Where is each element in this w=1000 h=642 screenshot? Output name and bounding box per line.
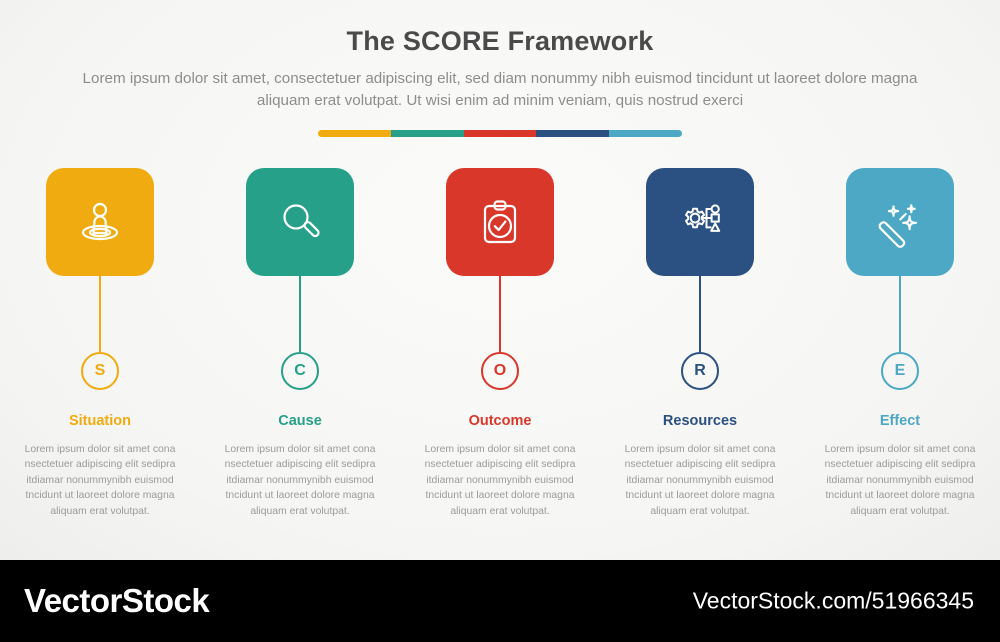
letter-badge-resources: R <box>681 352 719 390</box>
divider-segment-3 <box>463 130 537 137</box>
page-title: The SCORE Framework <box>346 26 654 56</box>
clipboard-check-icon <box>472 194 528 250</box>
divider-segment-5 <box>609 130 682 137</box>
letter-badge-cause: C <box>281 352 319 390</box>
watermark-footer: VectorStock VectorStock.com/51966345 <box>0 560 1000 642</box>
letter-badge-text: O <box>493 362 507 379</box>
icon-card-outcome[interactable] <box>446 168 554 276</box>
divider-segment-1 <box>318 130 391 137</box>
body-situation: Lorem ipsum dolor sit amet cona nsectetu… <box>24 444 176 517</box>
icon-card-situation[interactable] <box>46 168 154 276</box>
gear-branch-icon <box>672 194 728 250</box>
heading-outcome: Outcome <box>468 413 532 429</box>
letter-badge-text: C <box>294 362 306 379</box>
heading-cause: Cause <box>278 413 322 429</box>
icon-card-resources[interactable] <box>646 168 754 276</box>
connector-line-effect <box>899 276 901 352</box>
connector-line-situation <box>99 276 101 352</box>
watermark-brand: VectorStock <box>24 582 210 619</box>
score-column-situation: S Situation Lorem ipsum dolor sit amet c… <box>0 168 200 538</box>
score-column-outcome: O Outcome Lorem ipsum dolor sit amet con… <box>400 168 600 538</box>
letter-badge-text: R <box>694 362 706 379</box>
icon-card-cause[interactable] <box>246 168 354 276</box>
page-subtitle: Lorem ipsum dolor sit amet, consectetuer… <box>82 70 918 109</box>
divider-segment-4 <box>536 130 610 137</box>
letter-badge-outcome: O <box>481 352 519 390</box>
letter-badge-effect: E <box>881 352 919 390</box>
color-divider-bar <box>318 130 682 137</box>
connector-line-resources <box>699 276 701 352</box>
person-location-icon <box>72 194 128 250</box>
body-effect: Lorem ipsum dolor sit amet cona nsectetu… <box>824 444 976 517</box>
connector-line-outcome <box>499 276 501 352</box>
letter-badge-text: E <box>894 362 906 379</box>
connector-line-cause <box>299 276 301 352</box>
magnifier-icon <box>272 194 328 250</box>
body-outcome: Lorem ipsum dolor sit amet cona nsectetu… <box>424 444 576 517</box>
score-column-resources: R Resources Lorem ipsum dolor sit amet c… <box>600 168 800 538</box>
score-columns: S Situation Lorem ipsum dolor sit amet c… <box>0 168 1000 538</box>
divider-segment-2 <box>390 130 464 137</box>
score-column-cause: C Cause Lorem ipsum dolor sit amet cona … <box>200 168 400 538</box>
heading-effect: Effect <box>879 413 921 429</box>
letter-badge-situation: S <box>81 352 119 390</box>
magic-wand-icon <box>872 194 928 250</box>
letter-badge-text: S <box>94 362 106 379</box>
watermark-url: VectorStock.com/51966345 <box>692 587 974 614</box>
body-cause: Lorem ipsum dolor sit amet cona nsectetu… <box>224 444 376 517</box>
heading-resources: Resources <box>662 413 738 429</box>
body-resources: Lorem ipsum dolor sit amet cona nsectetu… <box>624 444 776 517</box>
score-column-effect: E Effect Lorem ipsum dolor sit amet cona… <box>800 168 1000 538</box>
heading-situation: Situation <box>68 413 132 429</box>
icon-card-effect[interactable] <box>846 168 954 276</box>
poster-canvas: The SCORE Framework Lorem ipsum dolor si… <box>0 0 1000 560</box>
